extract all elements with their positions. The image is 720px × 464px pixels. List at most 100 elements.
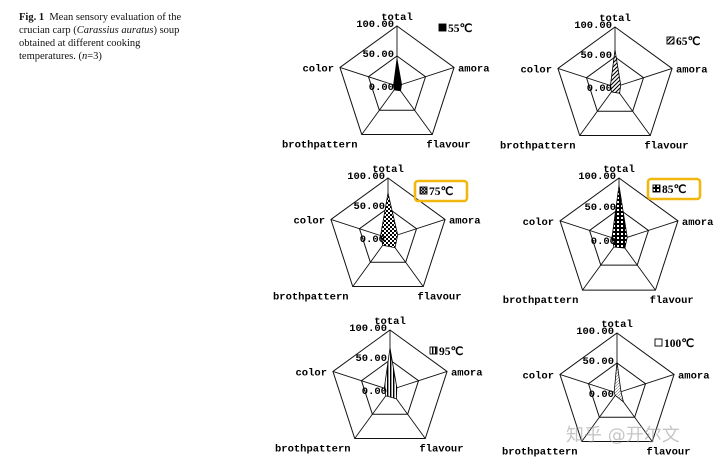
axis-label-color: color <box>302 63 334 75</box>
axis-spoke <box>559 220 620 241</box>
tick-label: 0.00 <box>591 236 616 248</box>
axis-spoke <box>354 389 391 439</box>
radar-panel-2: 100.0050.000.00totalamoraflavourbrothpat… <box>500 13 708 153</box>
axis-label-brothpattern: brothpattern <box>273 292 349 304</box>
tick-label: 50.00 <box>582 356 614 368</box>
tick-label: 100.00 <box>347 171 385 183</box>
axis-label-amora: amora <box>682 217 714 229</box>
outer-grid-ring <box>339 25 455 136</box>
axis-spoke <box>332 371 391 391</box>
outer-grid-ring <box>559 332 675 443</box>
inner-grid-ring <box>588 208 650 266</box>
caption-text-a: Mean sensory evaluation of the crucian c… <box>19 12 182 36</box>
axis-label-total: total <box>381 12 413 24</box>
axis-spoke <box>396 67 455 87</box>
caption-text-b: ) soup obtained at different cooking tem… <box>19 25 180 62</box>
tick-label: 50.00 <box>353 201 385 213</box>
axis-label-brothpattern: brothpattern <box>500 141 576 153</box>
tick-label: 50.00 <box>355 353 387 365</box>
axis-label-color: color <box>293 215 325 227</box>
axis-label-color: color <box>522 370 554 382</box>
tick-label: 0.00 <box>360 234 385 246</box>
tick-label: 0.00 <box>369 82 394 94</box>
tick-label: 100.00 <box>576 326 614 338</box>
radar-panel-4: 100.0050.000.00totalamoraflavourbrothpat… <box>503 164 714 307</box>
axis-label-color: color <box>295 367 327 379</box>
axis-spoke <box>330 219 389 239</box>
axis-label-flavour: flavour <box>644 141 688 153</box>
tick-label: 0.00 <box>362 386 387 398</box>
inner-grid-ring <box>367 55 427 111</box>
tick-label: 50.00 <box>580 50 612 62</box>
series-area <box>610 49 622 94</box>
axis-label-flavour: flavour <box>426 140 470 152</box>
axis-spoke <box>582 239 620 291</box>
outer-grid-ring <box>559 177 679 291</box>
highlight-box <box>646 177 702 201</box>
axis-spoke <box>389 371 448 391</box>
inner-grid-ring <box>358 207 418 263</box>
radar-panel-1: 100.00 50.00 0.00 total amora flavour brothpat… <box>282 12 490 152</box>
outer-grid-ring <box>330 177 446 288</box>
inner-grid-ring <box>587 362 647 418</box>
axis-label-brothpattern: brothpattern <box>282 140 358 152</box>
axis-label-amora: amora <box>449 215 481 227</box>
tick-label: 0.00 <box>589 389 614 401</box>
axis-spoke <box>579 86 616 136</box>
axis-spoke <box>361 85 398 135</box>
figure-caption: Fig. 1 Mean sensory evaluation of the cr… <box>19 11 187 63</box>
axis-label-flavour: flavour <box>650 295 694 307</box>
axis-label-amora: amora <box>676 64 708 76</box>
axis-label-brothpattern: brothpattern <box>502 447 578 459</box>
series-area <box>380 192 399 249</box>
legend-label: 95℃ <box>439 345 464 358</box>
axis-spoke <box>614 68 673 88</box>
highlight-box <box>413 179 469 203</box>
axis-label-total: total <box>601 319 633 331</box>
axis-label-flavour: flavour <box>417 292 461 304</box>
axis-spoke <box>352 237 389 287</box>
series-area <box>611 185 628 249</box>
legend-label: 75℃ <box>429 185 454 198</box>
legend-swatch <box>652 184 661 193</box>
legend-swatch <box>666 36 675 45</box>
figure-label: Fig. 1 <box>19 12 45 23</box>
series-area <box>383 347 398 400</box>
radar-panel-6: 100.0050.000.00totalamoraflavourbrothpat… <box>502 319 710 459</box>
series-area <box>393 58 402 92</box>
axis-spoke <box>614 86 651 136</box>
tick-label: 0.00 <box>587 83 612 95</box>
axis-spoke <box>616 374 675 394</box>
radar-panel-5: 100.0050.000.00totalamoraflavourbrothpat… <box>275 316 483 456</box>
legend-label: 55℃ <box>448 22 473 35</box>
axis-spoke <box>559 374 618 394</box>
legend-swatch <box>419 186 428 195</box>
legend-swatch <box>654 338 663 347</box>
axis-label-color: color <box>520 64 552 76</box>
outer-grid-ring <box>332 329 448 440</box>
outer-grid-ring <box>557 26 673 137</box>
axis-label-flavour: flavour <box>419 444 463 456</box>
series-area <box>613 361 624 403</box>
tick-label: 50.00 <box>584 202 616 214</box>
legend-swatch <box>438 23 447 32</box>
axis-label-total: total <box>603 164 635 176</box>
watermark-text: 知乎 @开尔文 <box>566 425 680 446</box>
axis-label-amora: amora <box>458 63 490 75</box>
legend-label: 65℃ <box>676 35 701 48</box>
tick-label: 100.00 <box>356 19 394 31</box>
axis-spoke <box>339 67 398 87</box>
inner-grid-ring <box>585 56 645 112</box>
radar-panel-3: 100.00 50.00 0.00 total amora flavour brothpat… <box>273 164 481 304</box>
tick-label: 100.00 <box>349 323 387 335</box>
inner-grid-ring <box>360 359 420 415</box>
tick-label: 50.00 <box>362 49 394 61</box>
caption-n: n <box>81 51 88 62</box>
axis-label-total: total <box>372 164 404 176</box>
axis-label-total: total <box>599 13 631 25</box>
legend-swatch <box>429 346 438 355</box>
legend-label: 85℃ <box>662 183 687 196</box>
axis-spoke <box>557 68 616 88</box>
axis-label-amora: amora <box>678 370 710 382</box>
axis-spoke <box>618 220 679 241</box>
